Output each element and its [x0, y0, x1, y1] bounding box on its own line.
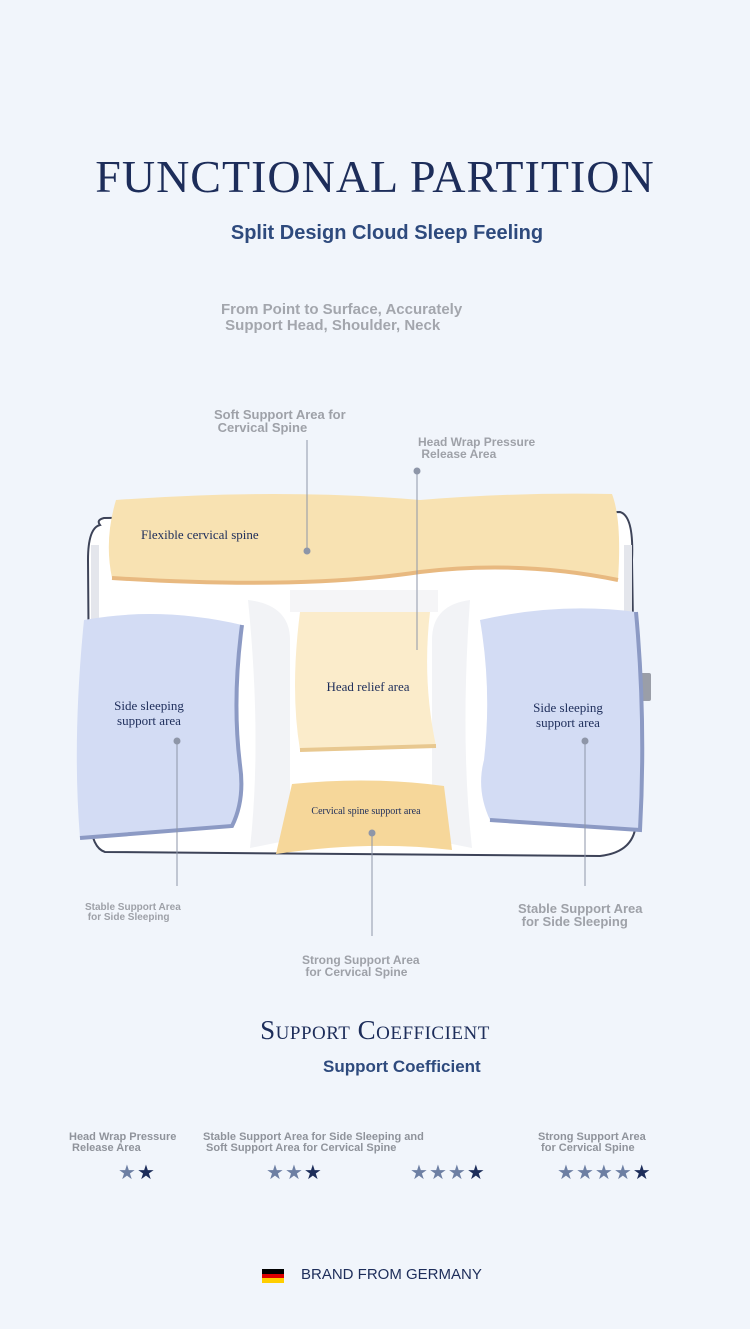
rating-label: Strong Support Area for Cervical Spine	[538, 1131, 646, 1154]
zone-head-relief	[295, 612, 436, 750]
brand-text: BRAND FROM GERMANY	[301, 1266, 482, 1283]
zone-label-flexible-cervical: Flexible cervical spine	[141, 527, 259, 542]
page-subtitle: Split Design Cloud Sleep Feeling	[230, 222, 544, 244]
callout-stable-side-right: Stable Support Area for Side Sleeping	[518, 901, 643, 929]
zone-label-side-left: Side sleeping support area	[114, 698, 184, 728]
zone-label-cervical-support: Cervical spine support area	[311, 806, 421, 817]
zone-cervical-support	[276, 780, 452, 854]
support-title: Support Coefficient	[260, 1015, 490, 1045]
zone-side-left	[76, 614, 242, 838]
star-icon: ★	[303, 1162, 323, 1184]
rating-label: Stable Support Area for Side Sleeping an…	[203, 1131, 424, 1154]
flag-stripe	[262, 1278, 284, 1283]
star-icon: ★	[594, 1162, 614, 1184]
star-icon: ★	[575, 1162, 595, 1184]
star-icon: ★	[266, 1162, 285, 1184]
star-icon: ★	[284, 1162, 304, 1184]
support-subtitle: Support Coefficient	[323, 1057, 481, 1076]
pillow-diagram	[76, 440, 651, 936]
zone-flexible-cervical	[108, 493, 620, 583]
star-icon: ★	[613, 1162, 633, 1184]
callout-stable-side-left: Stable Support Area for Side Sleeping	[85, 902, 181, 923]
flag-stripe	[262, 1273, 284, 1279]
star-icon: ★	[557, 1162, 576, 1184]
rating-stars: ★★★★	[410, 1160, 486, 1185]
zone-side-right	[480, 608, 642, 830]
germany-flag-icon	[262, 1269, 284, 1283]
star-icon: ★	[632, 1162, 652, 1184]
callout-head-wrap: Head Wrap Pressure Release Area	[418, 435, 536, 461]
zone-label-side-right: Side sleeping support area	[533, 700, 603, 730]
flag-stripe	[262, 1269, 284, 1274]
star-icon: ★	[118, 1162, 137, 1184]
rating-stars: ★★★	[266, 1160, 323, 1185]
page-description: From Point to Surface, Accurately Suppor…	[221, 301, 463, 334]
star-icon: ★	[447, 1162, 467, 1184]
star-icon: ★	[466, 1162, 486, 1184]
zone-label-head-relief: Head relief area	[326, 679, 410, 694]
star-icon: ★	[136, 1162, 156, 1184]
rating-stars: ★★★★★	[557, 1160, 652, 1185]
rating-stars: ★★	[118, 1160, 156, 1185]
rating-label: Head Wrap Pressure Release Area	[69, 1131, 177, 1154]
star-icon: ★	[410, 1162, 429, 1184]
callout-soft-cervical: Soft Support Area for Cervical Spine	[214, 407, 346, 435]
callout-strong-cervical: Strong Support Area for Cervical Spine	[302, 953, 420, 979]
page-title: FUNCTIONAL PARTITION	[95, 151, 655, 202]
star-icon: ★	[428, 1162, 448, 1184]
